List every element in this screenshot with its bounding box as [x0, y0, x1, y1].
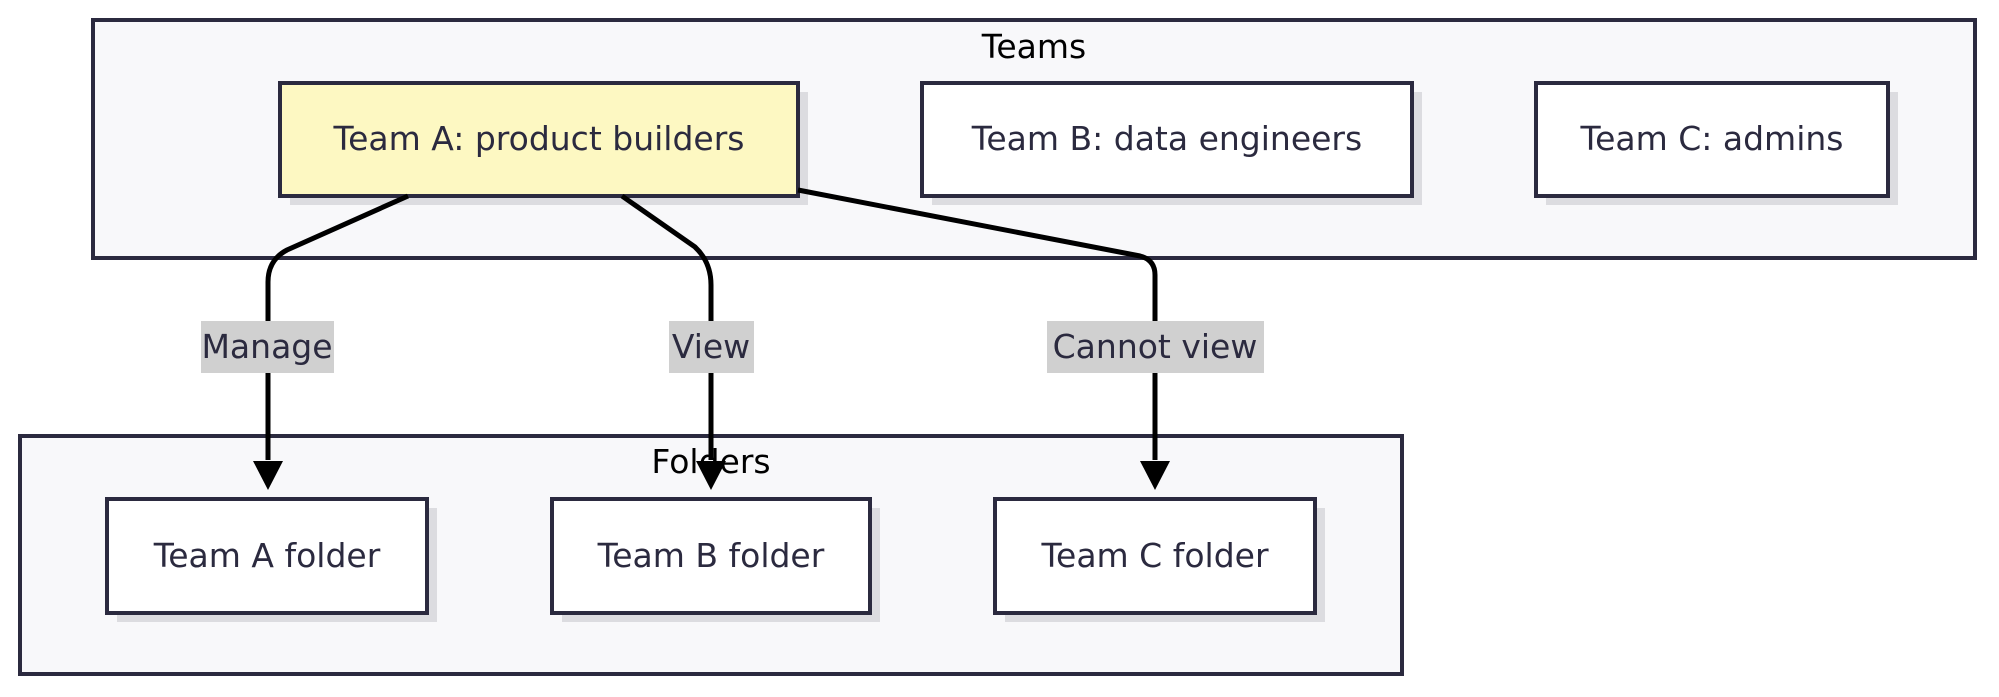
- node-team-a-label: Team A: product builders: [333, 119, 745, 158]
- edge-manage: Manage: [201, 193, 410, 490]
- node-team-c-box: [1534, 81, 1890, 198]
- node-folder-c-box: [993, 497, 1317, 615]
- node-team-a-box: [278, 81, 800, 198]
- node-folder-b[interactable]: Team B folder: [550, 497, 880, 622]
- edge-view-label-bg: [669, 321, 754, 373]
- node-folder-c[interactable]: Team C folder: [993, 497, 1325, 622]
- node-folder-a-box: [105, 497, 429, 615]
- node-folder-c-label: Team C folder: [1040, 536, 1268, 575]
- edge-view: View: [620, 193, 754, 490]
- node-folder-a-label: Team A folder: [153, 536, 381, 575]
- node-team-b-box: [920, 81, 1414, 198]
- teams-cluster-label: Teams: [981, 27, 1086, 66]
- node-team-b-label: Team B: data engineers: [971, 119, 1362, 158]
- edge-cannot-view-line: [797, 187, 1158, 460]
- node-team-c-label: Team C: admins: [1580, 119, 1844, 158]
- edge-manage-line: [265, 193, 410, 460]
- node-team-b[interactable]: Team B: data engineers: [920, 81, 1422, 205]
- node-folder-a[interactable]: Team A folder: [105, 497, 437, 622]
- edge-view-line: [620, 193, 714, 460]
- edge-manage-label: Manage: [201, 327, 332, 366]
- edge-manage-arrowhead: [253, 461, 283, 490]
- edge-manage-label-bg: [201, 321, 334, 373]
- edge-cannot-view: Cannot view: [797, 187, 1264, 490]
- edge-view-label: View: [672, 327, 750, 366]
- edge-view-arrowhead: [696, 461, 726, 490]
- node-folder-b-box: [550, 497, 872, 615]
- node-folder-b-label: Team B folder: [597, 536, 825, 575]
- node-team-c[interactable]: Team C: admins: [1534, 81, 1898, 205]
- edge-cannot-view-label-bg: [1047, 321, 1264, 373]
- edge-cannot-view-label: Cannot view: [1053, 327, 1258, 366]
- edge-cannot-view-arrowhead: [1140, 461, 1170, 490]
- node-team-a[interactable]: Team A: product builders: [278, 81, 808, 205]
